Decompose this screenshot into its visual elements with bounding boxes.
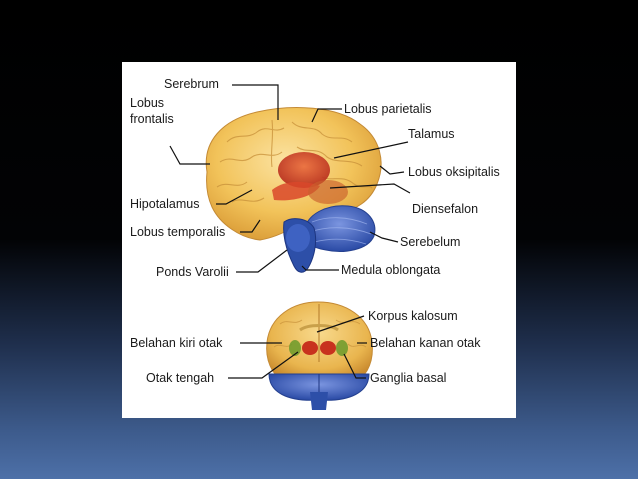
label-lobus-frontalis-line1: Lobus: [130, 96, 164, 110]
front-thalamus-right: [320, 341, 336, 355]
pons-shape: [286, 224, 310, 252]
label-ponds-varolii: Ponds Varolii: [156, 265, 229, 279]
front-cerebrum-shape: [266, 301, 373, 381]
corpus-callosum-shape: [299, 324, 339, 332]
labels: Serebrum Lobus frontalis Lobus parietali…: [130, 77, 500, 385]
label-belahan-kiri-otak: Belahan kiri otak: [130, 336, 223, 350]
gyri-lines: [216, 119, 373, 203]
diencephalon-shape: [308, 180, 348, 204]
label-lobus-frontalis-line2: frontalis: [130, 112, 174, 126]
label-ganglia-basal: Ganglia basal: [370, 371, 446, 385]
thalamus-shape: [278, 152, 330, 188]
basal-ganglia-right: [336, 340, 348, 356]
brain-diagram: Serebrum Lobus frontalis Lobus parietali…: [130, 77, 500, 410]
front-thalamus-left: [302, 341, 318, 355]
label-serebrum: Serebrum: [164, 77, 219, 91]
label-otak-tengah: Otak tengah: [146, 371, 214, 385]
label-hipotalamus: Hipotalamus: [130, 197, 199, 211]
slide-panel: Serebrum Lobus frontalis Lobus parietali…: [122, 62, 516, 418]
label-lobus-parietalis: Lobus parietalis: [344, 102, 432, 116]
label-korpus-kalosum: Korpus kalosum: [368, 309, 458, 323]
hypothalamus-shape: [272, 181, 320, 201]
label-lobus-temporalis: Lobus temporalis: [130, 225, 225, 239]
label-serebelum: Serebelum: [400, 235, 460, 249]
label-belahan-kanan-otak: Belahan kanan otak: [370, 336, 481, 350]
label-talamus: Talamus: [408, 127, 455, 141]
label-medula-oblongata: Medula oblongata: [341, 263, 440, 277]
label-lobus-oksipitalis: Lobus oksipitalis: [408, 165, 500, 179]
front-brainstem-shape: [310, 392, 328, 410]
label-diensefalon: Diensefalon: [412, 202, 478, 216]
side-view-brain: [205, 107, 382, 273]
front-view-brain: [266, 301, 373, 410]
leader-lines: [169, 84, 411, 379]
